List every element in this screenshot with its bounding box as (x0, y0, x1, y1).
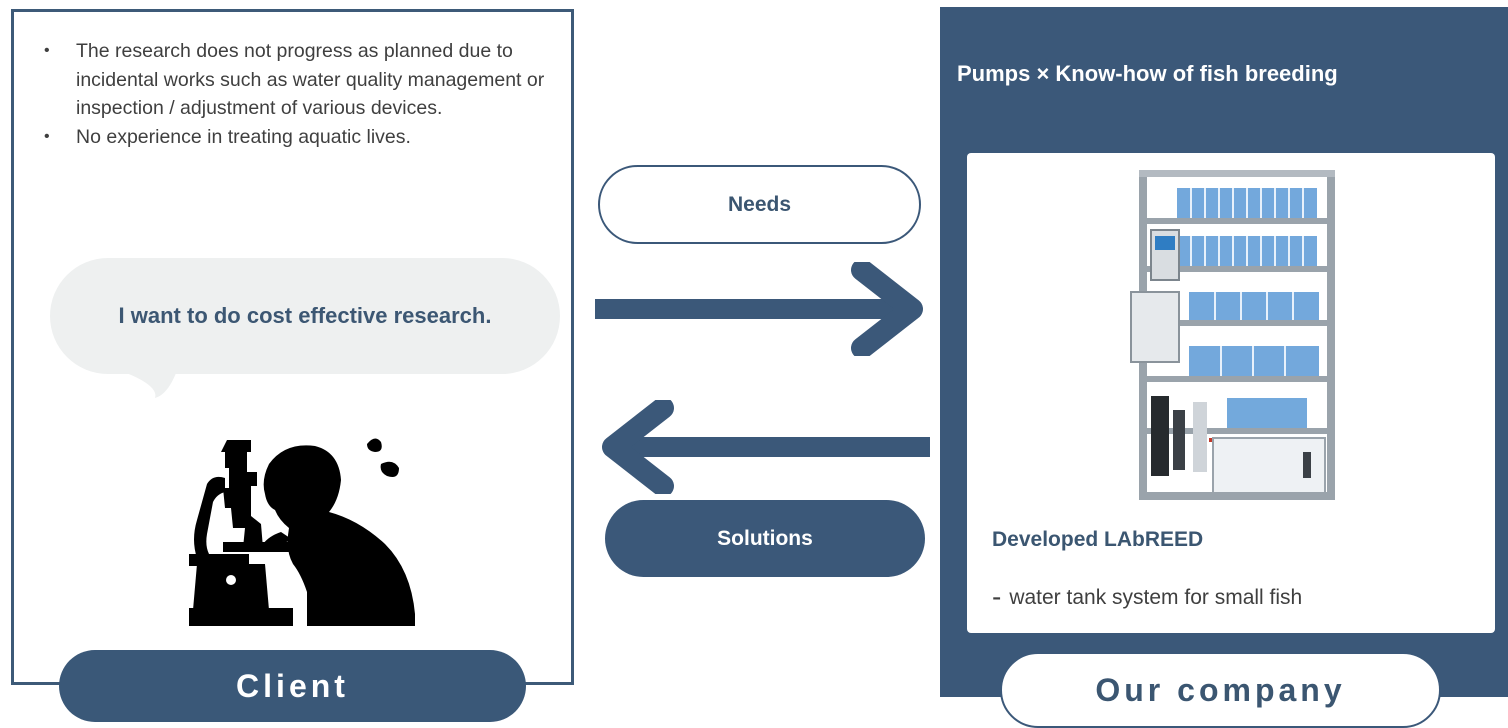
pain-point-item: No experience in treating aquatic lives. (44, 123, 564, 152)
company-panel: Pumps × Know-how of fish breeding (940, 7, 1508, 697)
needs-pill: Needs (598, 165, 921, 244)
solutions-pill: Solutions (605, 500, 925, 577)
client-pain-points: The research does not progress as planne… (44, 37, 564, 151)
company-title: Pumps × Know-how of fish breeding (957, 61, 1338, 86)
product-name: Developed LAbREED (992, 528, 1204, 551)
client-panel: The research does not progress as planne… (11, 9, 574, 685)
pain-point-item: The research does not progress as planne… (44, 37, 564, 123)
client-label: Client (59, 650, 526, 722)
needs-arrow-right-icon (595, 262, 923, 356)
needs-label: Needs (727, 192, 792, 216)
product-card: Developed LAbREED -water tank system for… (967, 153, 1495, 633)
product-desc-dash: - (992, 581, 1002, 612)
solutions-arrow-left-icon (602, 400, 930, 494)
speech-bubble-tail (100, 362, 180, 398)
scientist-with-microscope-icon (189, 438, 415, 626)
solutions-label: Solutions (717, 526, 813, 550)
product-desc-text: water tank system for small fish (1009, 586, 1303, 609)
water-tank-rack-image (1130, 170, 1335, 500)
speech-bubble-text: I want to do cost effective research. (118, 303, 492, 328)
company-label: Our company (1000, 652, 1441, 728)
speech-bubble: I want to do cost effective research. (50, 258, 560, 374)
product-description: -water tank system for small fish (992, 581, 1302, 613)
